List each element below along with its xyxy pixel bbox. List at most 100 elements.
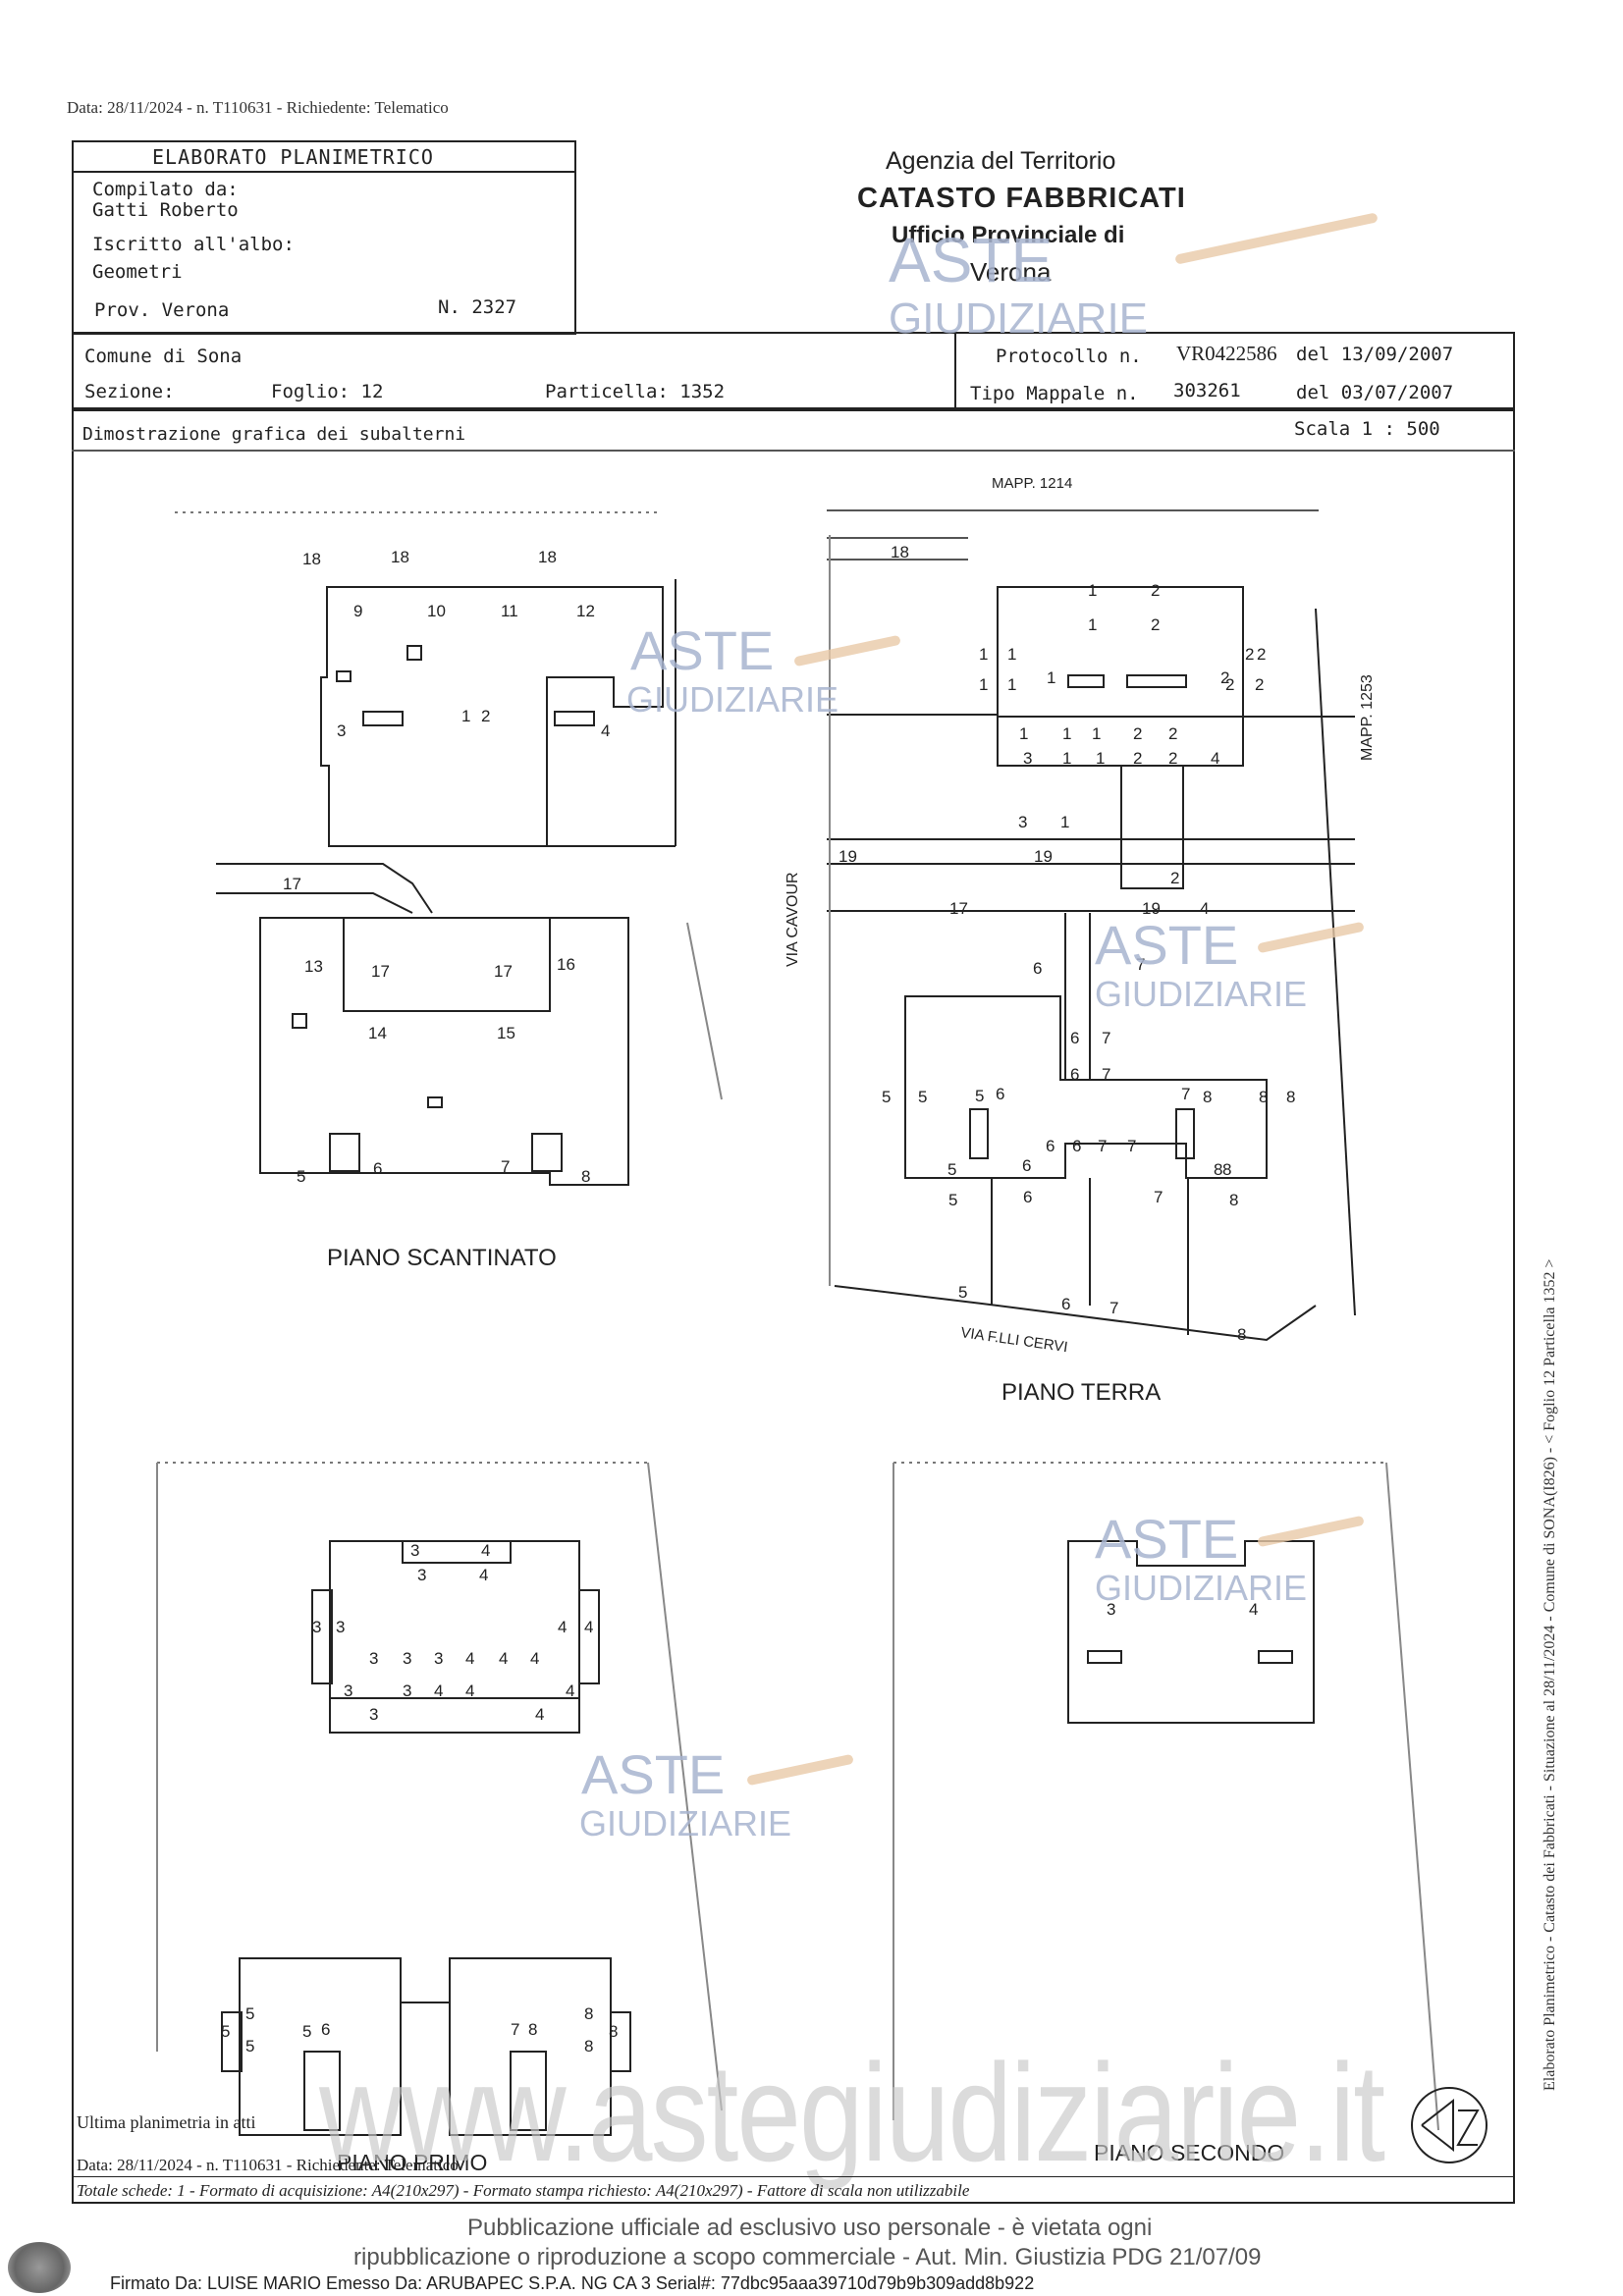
comune: Comune di Sona — [84, 346, 243, 367]
watermark-giudiziarie-3: GIUDIZIARIE — [1095, 1568, 1308, 1608]
watermark-aste-3: ASTE — [1095, 1508, 1239, 1570]
svg-text:8: 8 — [1214, 1160, 1222, 1179]
svg-text:8: 8 — [1259, 1088, 1268, 1106]
side-text: Elaborato Planimetrico - Catasto dei Fab… — [1542, 1258, 1558, 2091]
svg-text:18: 18 — [538, 548, 557, 566]
svg-text:18: 18 — [302, 550, 321, 568]
svg-text:1: 1 — [1060, 813, 1069, 831]
svg-text:4: 4 — [479, 1566, 488, 1584]
publication-notice-2: ripubblicazione o riproduzione a scopo c… — [353, 2244, 1262, 2270]
svg-text:6: 6 — [1022, 1156, 1031, 1175]
svg-text:7: 7 — [1154, 1188, 1163, 1206]
svg-text:3: 3 — [336, 1618, 345, 1636]
svg-text:11: 11 — [501, 602, 518, 620]
albo-numero: N. 2327 — [438, 296, 517, 318]
svg-text:8: 8 — [1203, 1088, 1212, 1106]
svg-text:3: 3 — [1023, 749, 1032, 768]
tipo-number: 303261 — [1173, 380, 1241, 401]
svg-text:15: 15 — [497, 1024, 515, 1042]
svg-text:6: 6 — [1072, 1137, 1081, 1155]
svg-text:7: 7 — [1181, 1085, 1190, 1103]
svg-text:18: 18 — [391, 548, 409, 566]
svg-text:3: 3 — [1107, 1600, 1115, 1619]
svg-text:17: 17 — [371, 962, 390, 981]
particella: Particella: 1352 — [545, 381, 726, 402]
svg-text:6: 6 — [1061, 1295, 1070, 1313]
svg-text:5: 5 — [245, 2037, 254, 2056]
svg-text:8: 8 — [581, 1167, 590, 1186]
agency-line4: Verona — [970, 257, 1052, 287]
svg-text:3: 3 — [337, 721, 346, 740]
svg-text:1: 1 — [1047, 668, 1055, 687]
iscritto-label: Iscritto all'albo: — [92, 234, 295, 255]
svg-text:3: 3 — [403, 1682, 411, 1700]
svg-text:6: 6 — [1046, 1137, 1055, 1155]
svg-text:5: 5 — [975, 1087, 984, 1105]
svg-text:8: 8 — [584, 2037, 593, 2056]
svg-text:2: 2 — [1225, 675, 1234, 694]
scala: Scala 1 : 500 — [1294, 418, 1440, 440]
svg-text:2: 2 — [1170, 869, 1179, 887]
footer-divider — [72, 2176, 1515, 2177]
svg-text:12: 12 — [576, 602, 595, 620]
svg-text:MAPP. 1214: MAPP. 1214 — [992, 475, 1072, 492]
svg-text:5: 5 — [882, 1088, 891, 1106]
foglio: Foglio: 12 — [271, 381, 384, 402]
svg-text:4: 4 — [558, 1618, 567, 1636]
drawing-frame — [72, 409, 1515, 2204]
svg-text:5: 5 — [302, 2022, 311, 2041]
svg-text:1: 1 — [1019, 724, 1028, 743]
svg-text:2: 2 — [1133, 749, 1142, 768]
svg-text:3: 3 — [403, 1649, 411, 1668]
watermark-aste-4: ASTE — [581, 1743, 726, 1805]
svg-text:7: 7 — [1136, 955, 1145, 974]
mapp-1253-label: MAPP. 1253 — [1359, 674, 1376, 761]
svg-text:2: 2 — [1133, 724, 1142, 743]
svg-text:17: 17 — [283, 875, 301, 893]
info-box — [72, 332, 1515, 409]
svg-text:1: 1 — [1088, 581, 1097, 600]
svg-text:2: 2 — [1245, 645, 1254, 664]
dimostrazione: Dimostrazione grafica dei subalterni — [82, 424, 466, 445]
albo: Geometri — [92, 261, 183, 283]
header-line: Data: 28/11/2024 - n. T110631 - Richiede… — [67, 98, 449, 117]
svg-text:6: 6 — [996, 1085, 1004, 1103]
svg-text:2: 2 — [1257, 645, 1266, 664]
svg-text:2: 2 — [1168, 749, 1177, 768]
svg-text:1: 1 — [461, 707, 470, 725]
seal-icon — [8, 2242, 71, 2293]
footer-data-line: Data: 28/11/2024 - n. T110631 - Richiede… — [77, 2156, 459, 2174]
svg-text:8: 8 — [528, 2020, 537, 2039]
svg-text:16: 16 — [557, 955, 575, 974]
svg-text:5: 5 — [948, 1191, 957, 1209]
svg-text:1: 1 — [1096, 749, 1105, 768]
sezione: Sezione: — [84, 381, 175, 402]
svg-text:7: 7 — [511, 2020, 519, 2039]
svg-text:8: 8 — [1229, 1191, 1238, 1209]
svg-text:4: 4 — [1200, 899, 1209, 918]
svg-text:6: 6 — [1070, 1065, 1079, 1084]
svg-text:6: 6 — [1070, 1029, 1079, 1047]
svg-text:8: 8 — [1286, 1088, 1295, 1106]
svg-text:1: 1 — [1007, 645, 1016, 664]
piano-primo-label: PIANO PRIMO — [337, 2150, 488, 2175]
svg-text:7: 7 — [1098, 1137, 1107, 1155]
svg-text:19: 19 — [1142, 899, 1161, 918]
svg-text:4: 4 — [465, 1682, 474, 1700]
tipo-label: Tipo Mappale n. — [970, 383, 1139, 404]
watermark-giudiziarie-2: GIUDIZIARIE — [1095, 974, 1308, 1014]
svg-text:17: 17 — [949, 899, 968, 918]
svg-text:1: 1 — [1007, 675, 1016, 694]
svg-text:4: 4 — [601, 721, 610, 740]
svg-text:1: 1 — [1062, 724, 1071, 743]
svg-text:3: 3 — [369, 1705, 378, 1724]
svg-text:2: 2 — [481, 707, 490, 725]
svg-text:7: 7 — [501, 1157, 510, 1176]
protocollo-date: del 13/09/2007 — [1296, 344, 1454, 365]
publication-notice-1: Pubblicazione ufficiale ad esclusivo uso… — [467, 2215, 1153, 2241]
agency-line2: CATASTO FABBRICATI — [857, 183, 1186, 214]
svg-text:8: 8 — [1237, 1325, 1246, 1344]
svg-text:8: 8 — [584, 2004, 593, 2023]
svg-text:3: 3 — [417, 1566, 426, 1584]
